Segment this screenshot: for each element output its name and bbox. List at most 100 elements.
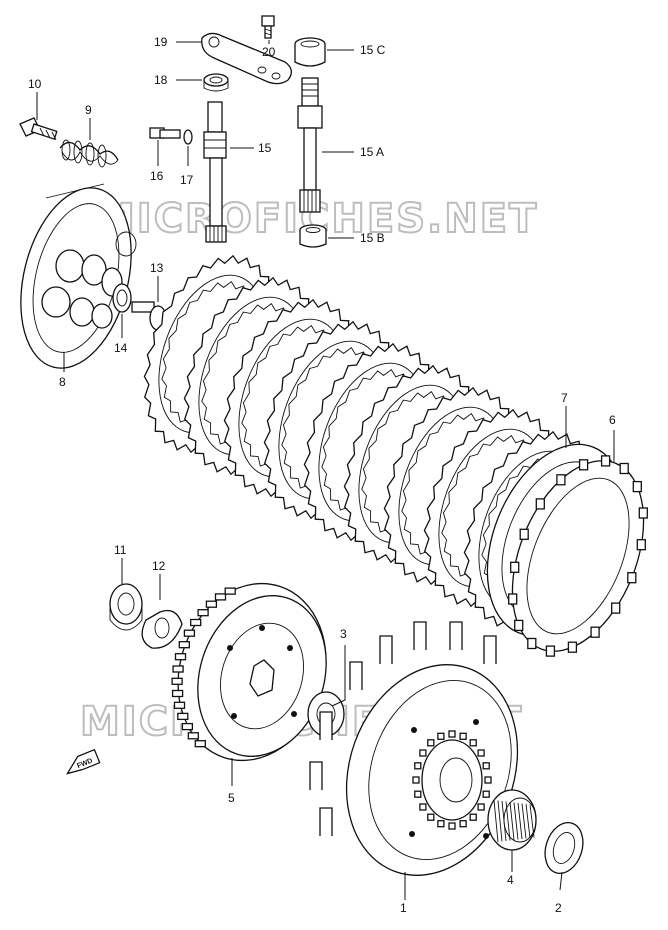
plate-tab xyxy=(556,474,566,486)
svg-text:8: 8 xyxy=(59,375,66,389)
svg-text:7: 7 xyxy=(561,391,568,405)
gear-tooth xyxy=(448,730,456,738)
callout-4: 4 xyxy=(507,850,514,887)
plate-tab xyxy=(519,528,529,540)
plate-tab xyxy=(508,593,518,605)
gear-tooth xyxy=(477,749,485,757)
gear-tooth xyxy=(459,820,467,828)
bearing-needle xyxy=(521,803,527,839)
part-9-spring xyxy=(59,139,119,168)
part-10-bolt xyxy=(19,117,58,141)
bearing-needle xyxy=(517,802,523,840)
svg-text:2: 2 xyxy=(555,901,562,915)
plate-tab xyxy=(636,539,646,551)
part-15b-bearing xyxy=(299,224,327,248)
svg-text:16: 16 xyxy=(150,169,164,183)
housing-finger xyxy=(319,711,333,740)
plate-tab xyxy=(545,645,556,657)
svg-text:14: 14 xyxy=(114,341,128,355)
hub-tooth xyxy=(181,722,194,731)
plate-tab xyxy=(510,561,520,573)
plate-tab xyxy=(638,507,648,519)
gear-tooth xyxy=(414,762,422,770)
housing-finger xyxy=(449,621,463,650)
hub-tooth xyxy=(171,689,184,698)
part-14-bearing xyxy=(112,283,132,313)
hub-tooth xyxy=(187,732,199,740)
bearing-needle xyxy=(501,800,507,842)
gear-tooth xyxy=(427,739,435,747)
callout-8: 8 xyxy=(59,352,66,389)
svg-text:20: 20 xyxy=(262,45,276,59)
callout-20: 20 xyxy=(262,40,276,59)
plate-tab xyxy=(578,459,589,471)
plate-tab xyxy=(619,462,629,475)
plate-tab xyxy=(627,572,637,584)
callout-15: 15 xyxy=(230,141,272,155)
hub-tooth xyxy=(178,641,190,649)
svg-text:15: 15 xyxy=(258,141,272,155)
callout-5: 5 xyxy=(228,758,235,805)
svg-text:4: 4 xyxy=(507,873,514,887)
bearing-needle xyxy=(505,801,511,841)
housing-finger xyxy=(319,807,333,836)
callout-18: 18 xyxy=(154,73,202,87)
callout-10: 10 xyxy=(28,77,42,120)
callout-19: 19 xyxy=(154,35,202,49)
part-8-pressure-plate xyxy=(20,183,137,369)
plate-tab xyxy=(514,619,524,632)
part-18-nut xyxy=(203,73,229,92)
svg-text:18: 18 xyxy=(154,73,168,87)
part-16-bolt xyxy=(149,127,181,139)
part-12-lock-washer xyxy=(141,609,183,649)
gear-tooth xyxy=(419,803,427,811)
callout-13: 13 xyxy=(150,261,164,302)
gear-tooth xyxy=(427,813,435,821)
part-19-release-arm xyxy=(201,32,292,85)
svg-text:12: 12 xyxy=(152,559,166,573)
hub-tooth xyxy=(171,677,183,685)
callout-14: 14 xyxy=(114,314,128,355)
svg-text:19: 19 xyxy=(154,35,168,49)
fwd-arrow-icon: FWD xyxy=(66,748,101,775)
callout-7: 7 xyxy=(561,391,568,448)
svg-text:3: 3 xyxy=(340,627,347,641)
part-6-friction-plate xyxy=(508,455,648,657)
bearing-needle xyxy=(493,799,499,843)
hub-tooth xyxy=(183,629,196,637)
hub-tooth xyxy=(224,587,236,595)
gear-tooth xyxy=(419,749,427,757)
hub-tooth xyxy=(190,618,202,627)
hub-tooth xyxy=(172,665,184,673)
callout-12: 12 xyxy=(152,559,166,600)
svg-text:13: 13 xyxy=(150,261,164,275)
svg-text:5: 5 xyxy=(228,791,235,805)
hub-tooth xyxy=(174,653,187,661)
callout-11: 11 xyxy=(114,543,127,584)
plate-tab xyxy=(535,498,545,510)
gear-tooth xyxy=(469,739,477,747)
callout-15b: 15 B xyxy=(328,231,385,245)
hub-tooth xyxy=(205,600,218,608)
gear-tooth xyxy=(459,732,467,740)
plate-tab xyxy=(632,480,642,493)
plate-tab xyxy=(590,626,600,638)
housing-finger xyxy=(413,621,427,650)
hub-tooth xyxy=(194,740,206,748)
callout-15a: 15 A xyxy=(322,145,384,159)
hub-tooth xyxy=(173,701,186,709)
housing-finger xyxy=(483,635,497,664)
hub-tooth xyxy=(197,609,209,617)
plate-tab xyxy=(567,641,578,653)
gear-tooth xyxy=(482,790,490,798)
housing-finger xyxy=(379,635,393,664)
svg-text:15 A: 15 A xyxy=(360,145,384,159)
bearing-needle xyxy=(497,800,503,842)
bearing-needle xyxy=(513,802,519,840)
hub-tooth xyxy=(177,712,189,721)
callout-3: 3 xyxy=(331,627,347,707)
callout-15c: 15 C xyxy=(327,43,386,57)
housing-finger xyxy=(349,661,363,690)
svg-text:10: 10 xyxy=(28,77,42,91)
part-1-clutch-housing xyxy=(309,621,519,876)
